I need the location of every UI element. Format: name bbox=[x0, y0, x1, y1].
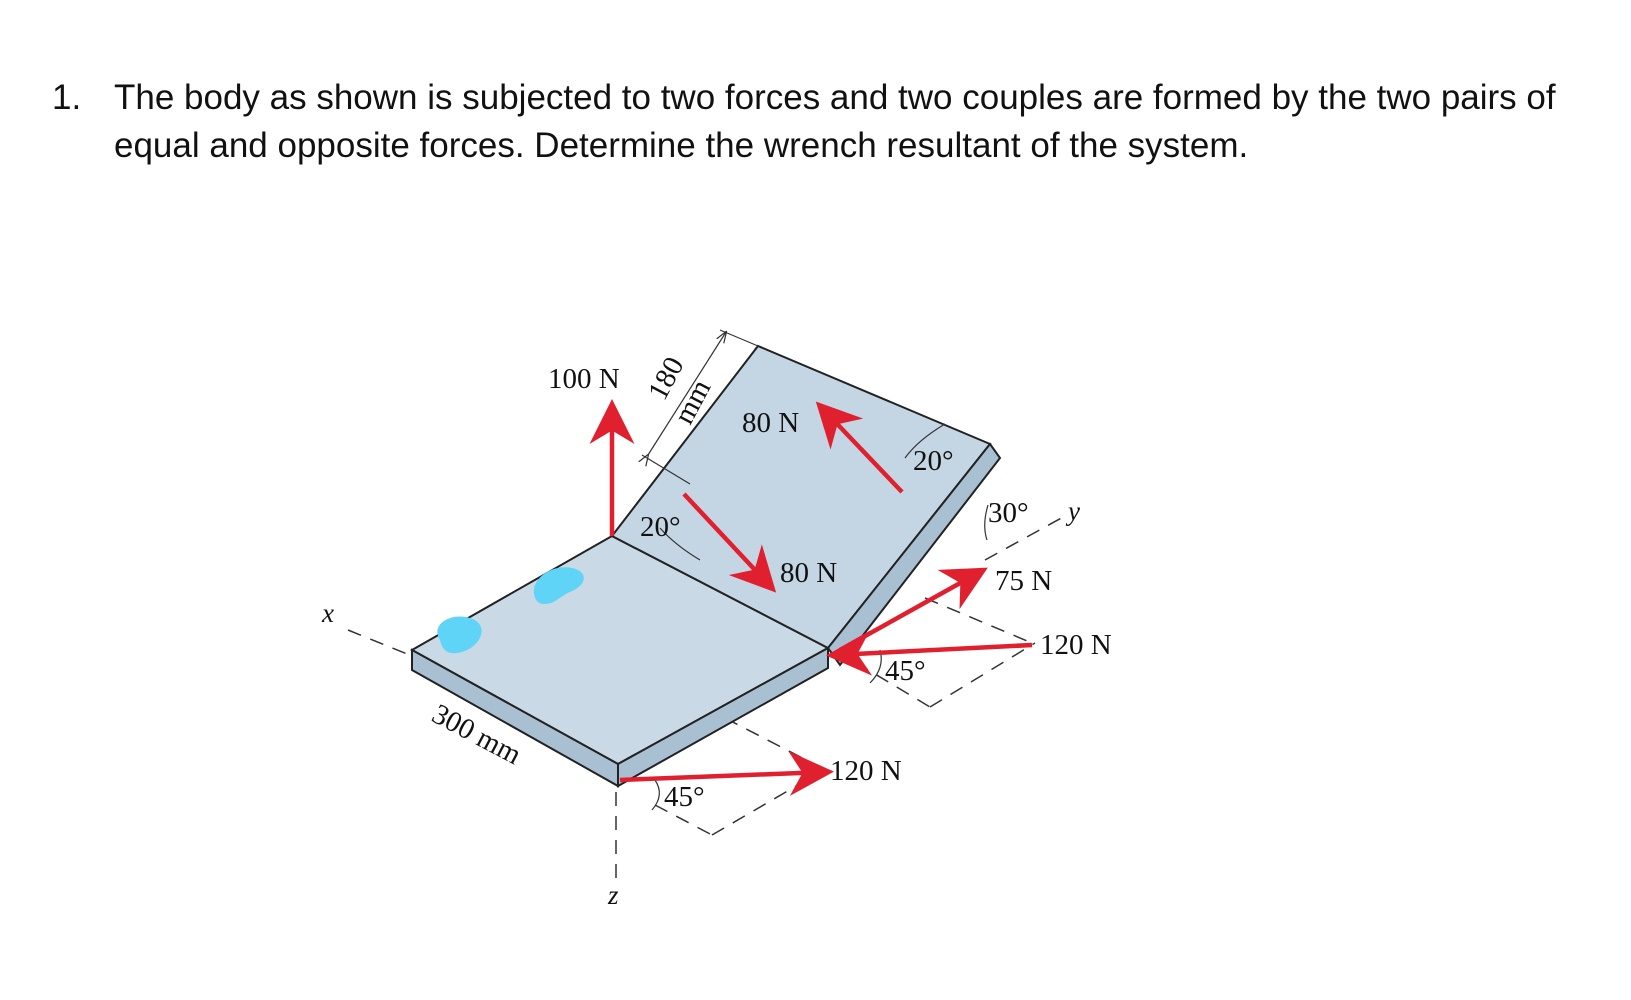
label-20-left: 20° bbox=[640, 511, 681, 543]
problem-text: The body as shown is subjected to two fo… bbox=[114, 78, 1556, 165]
force-120n-bottom-arrow bbox=[619, 750, 834, 796]
label-20-right: 20° bbox=[913, 445, 954, 477]
lower-plate bbox=[409, 534, 831, 788]
y-axis-line bbox=[984, 515, 1066, 561]
problem-number: 1. bbox=[52, 78, 82, 117]
x-axis-line bbox=[347, 629, 413, 657]
force-80n-upper-arrow bbox=[815, 401, 904, 494]
arc-30 bbox=[984, 504, 989, 541]
force-120n-top-arrow bbox=[826, 630, 1033, 676]
dash-bottom-c bbox=[724, 717, 811, 763]
label-80n-upper: 80 N bbox=[742, 407, 799, 439]
label-axis-y: y bbox=[1065, 496, 1080, 526]
label-120n-bottom: 120 N bbox=[830, 755, 902, 787]
dim-180-line bbox=[648, 332, 726, 455]
label-120n-top: 120 N bbox=[1040, 629, 1112, 661]
dimension-180 bbox=[612, 329, 759, 485]
blue-mark-right bbox=[533, 567, 584, 604]
label-45-bottom: 45° bbox=[664, 781, 705, 813]
dash-bottom-a bbox=[654, 804, 713, 836]
dash-bottom-b bbox=[711, 777, 811, 836]
angle-arcs bbox=[651, 423, 989, 811]
force-80n-lower-arrow bbox=[682, 492, 777, 593]
label-axis-z: z bbox=[607, 880, 619, 910]
dash-45-top-a bbox=[834, 649, 931, 708]
label-75n: 75 N bbox=[995, 565, 1052, 597]
blue-marks bbox=[437, 567, 584, 654]
label-100n: 100 N bbox=[548, 363, 620, 395]
dash-120-top bbox=[924, 597, 1033, 644]
force-arrows bbox=[589, 399, 1033, 796]
dash-45-top-b bbox=[929, 642, 1036, 708]
blue-mark-left bbox=[437, 616, 482, 654]
label-80n-lower: 80 N bbox=[780, 557, 837, 589]
label-axis-x: x bbox=[321, 598, 334, 628]
arc-45-bottom bbox=[651, 779, 660, 811]
label-45-top: 45° bbox=[885, 655, 926, 687]
label-30: 30° bbox=[988, 497, 1029, 529]
arc-20-left bbox=[659, 527, 701, 561]
arc-20-right bbox=[904, 423, 946, 459]
